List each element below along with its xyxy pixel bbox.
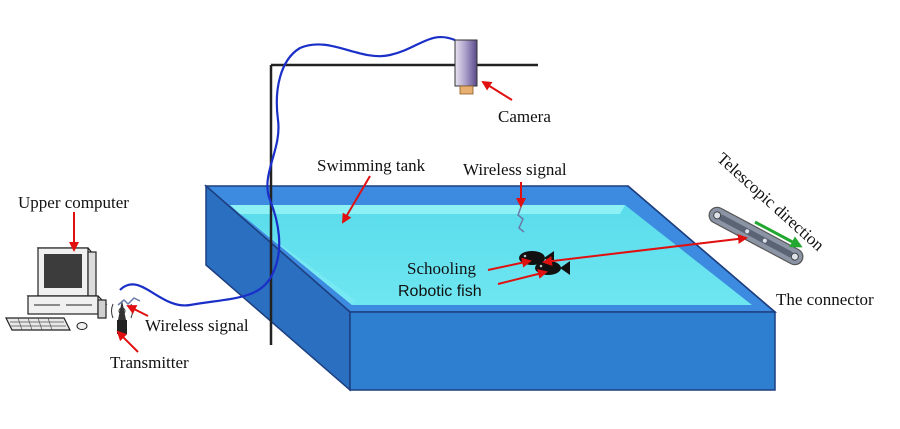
camera-icon <box>454 39 478 95</box>
wireless-signal-top-icon <box>517 206 525 233</box>
swimming-tank-label: Swimming tank <box>317 156 426 175</box>
schooling-arrow <box>487 257 532 271</box>
transmitter-label: Transmitter <box>110 353 189 372</box>
cable <box>119 35 456 307</box>
transmitter-arrow <box>116 330 139 353</box>
swimming-tank <box>204 184 778 392</box>
wireless-signal-bottom-label: Wireless signal <box>145 316 249 335</box>
swimming-tank-arrow <box>341 175 371 224</box>
schooling-label: Schooling <box>407 259 476 278</box>
annotation-arrows <box>69 80 748 353</box>
camera-arrow <box>481 80 513 101</box>
tank-inner-left-wall <box>230 205 355 305</box>
tank-water <box>230 205 752 305</box>
telescopic-direction-arrow <box>754 220 803 248</box>
upper-computer-label: Upper computer <box>18 193 129 212</box>
robotic-fish-arrow <box>497 269 548 285</box>
wireless-signal-top-label: Wireless signal <box>463 160 567 179</box>
robotic-fish-label: Robotic fish <box>398 283 482 300</box>
transmitter-icon <box>111 300 133 334</box>
connector-icon <box>708 206 804 266</box>
connector-arrow <box>542 233 748 267</box>
computer-icon <box>5 247 108 331</box>
wireless-signal-bottom-icon <box>117 297 141 306</box>
camera-label: Camera <box>498 107 551 126</box>
the-connector-label: The connector <box>776 290 874 309</box>
tank-inner-back-wall <box>230 205 625 214</box>
wireless-signal-bottom-arrow <box>126 305 149 317</box>
tank-front-wall <box>349 311 776 391</box>
